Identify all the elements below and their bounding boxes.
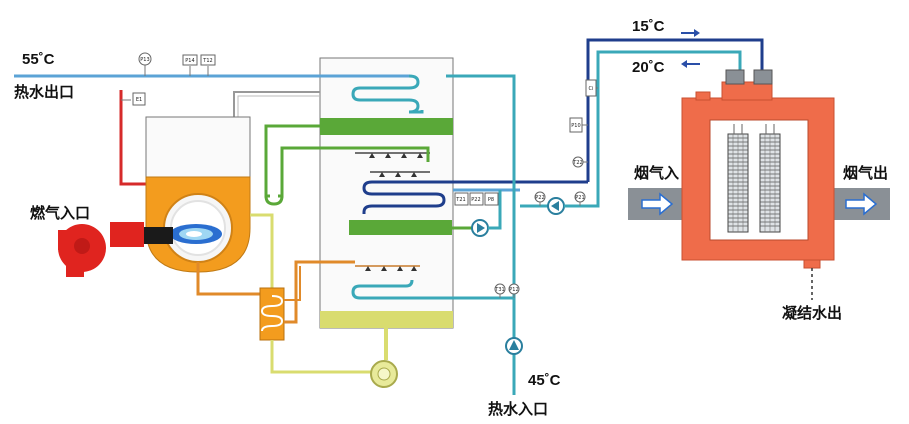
recovery-pump-icon [547, 197, 565, 215]
svg-text:P14: P14 [185, 58, 194, 64]
vent-line [233, 91, 320, 117]
svg-text:P10: P10 [571, 123, 580, 129]
hot-out-label: 热水出口 [14, 83, 74, 101]
svg-text:P22: P22 [471, 197, 480, 203]
svg-text:T31: T31 [494, 287, 504, 293]
sensor-p13: P13 [138, 52, 152, 76]
hot-out-temp-label: 55˚C [22, 51, 55, 68]
return-water-coil [362, 180, 472, 214]
return-line-15c [586, 38, 764, 182]
flue-in-label: 烟气入 [634, 164, 679, 182]
flue-in-arrow-icon [641, 192, 674, 216]
hot-in-temp-label: 45˚C [528, 372, 561, 389]
spray-nozzles-middle [370, 171, 430, 177]
svg-text:T12: T12 [202, 58, 212, 64]
outlet-nozzle [753, 69, 773, 85]
inlet-pump-icon [505, 337, 523, 355]
sensor-t31: T31 [494, 283, 506, 298]
arrow-right-icon [681, 29, 700, 37]
boiler-housing [145, 116, 251, 178]
gas-in-label: 燃气入口 [30, 204, 90, 222]
green-tray-upper [320, 118, 453, 135]
condensate-drain-pipe [270, 340, 372, 374]
svg-text:P8: P8 [488, 197, 494, 203]
condensate-drain [803, 259, 821, 269]
finned-tube-right [759, 124, 781, 233]
condensate-pump-icon [370, 360, 398, 388]
svg-text:P13: P13 [140, 57, 149, 63]
svg-text:T22: T22 [572, 160, 582, 166]
svg-text:P22: P22 [535, 195, 544, 201]
teal-riser-pipe [446, 74, 516, 290]
sensor-p12: P12 [508, 283, 520, 298]
sensor-p22-right: P22 [534, 191, 546, 206]
finned-tube-left [727, 124, 749, 233]
upper-coil [351, 74, 420, 114]
condensate-out-label: 凝结水出 [782, 304, 842, 322]
svg-text:E1: E1 [136, 97, 142, 103]
condensate-tray [320, 311, 453, 328]
svg-text:P21: P21 [575, 195, 584, 201]
sensor-p14: P14 [182, 54, 198, 76]
sensor-p22: P22 [469, 192, 484, 206]
svg-text:P12: P12 [509, 287, 518, 293]
boiler-return-pipe [196, 262, 262, 296]
circulation-pump-icon [471, 219, 489, 237]
flue-out-arrow-icon [845, 192, 878, 216]
sensor-p8: P8 [484, 192, 499, 206]
exchanger-feed-pipe [250, 213, 274, 288]
sensor-t22: T22 [572, 156, 588, 168]
sensor-p10: P10 [569, 117, 588, 133]
sensor-t21: T21 [454, 192, 469, 206]
green-loop-upper [264, 124, 320, 198]
sensor-e1: E1 [121, 92, 146, 106]
heat-exchanger-chamber [709, 119, 809, 241]
spray-nozzles-upper [355, 152, 430, 158]
temp-15-label: 15˚C [632, 18, 665, 35]
sensor-t12: T12 [200, 54, 216, 76]
sensor-p21: P21 [574, 191, 586, 206]
sensor-ci: Ci [585, 79, 598, 97]
hot-in-label: 热水入口 [488, 400, 548, 418]
svg-text:T21: T21 [455, 197, 465, 203]
preheat-pipe [284, 260, 355, 324]
gas-burner [58, 222, 173, 277]
inlet-nozzle [725, 69, 745, 85]
flue-out-label: 烟气出 [843, 164, 888, 182]
spray-nozzles-lower [355, 265, 420, 271]
svg-text:Ci: Ci [589, 86, 594, 92]
temp-20-label: 20˚C [632, 59, 665, 76]
lower-coil [351, 279, 514, 300]
green-tray-lower [349, 220, 452, 235]
arrow-left-icon [681, 60, 700, 68]
